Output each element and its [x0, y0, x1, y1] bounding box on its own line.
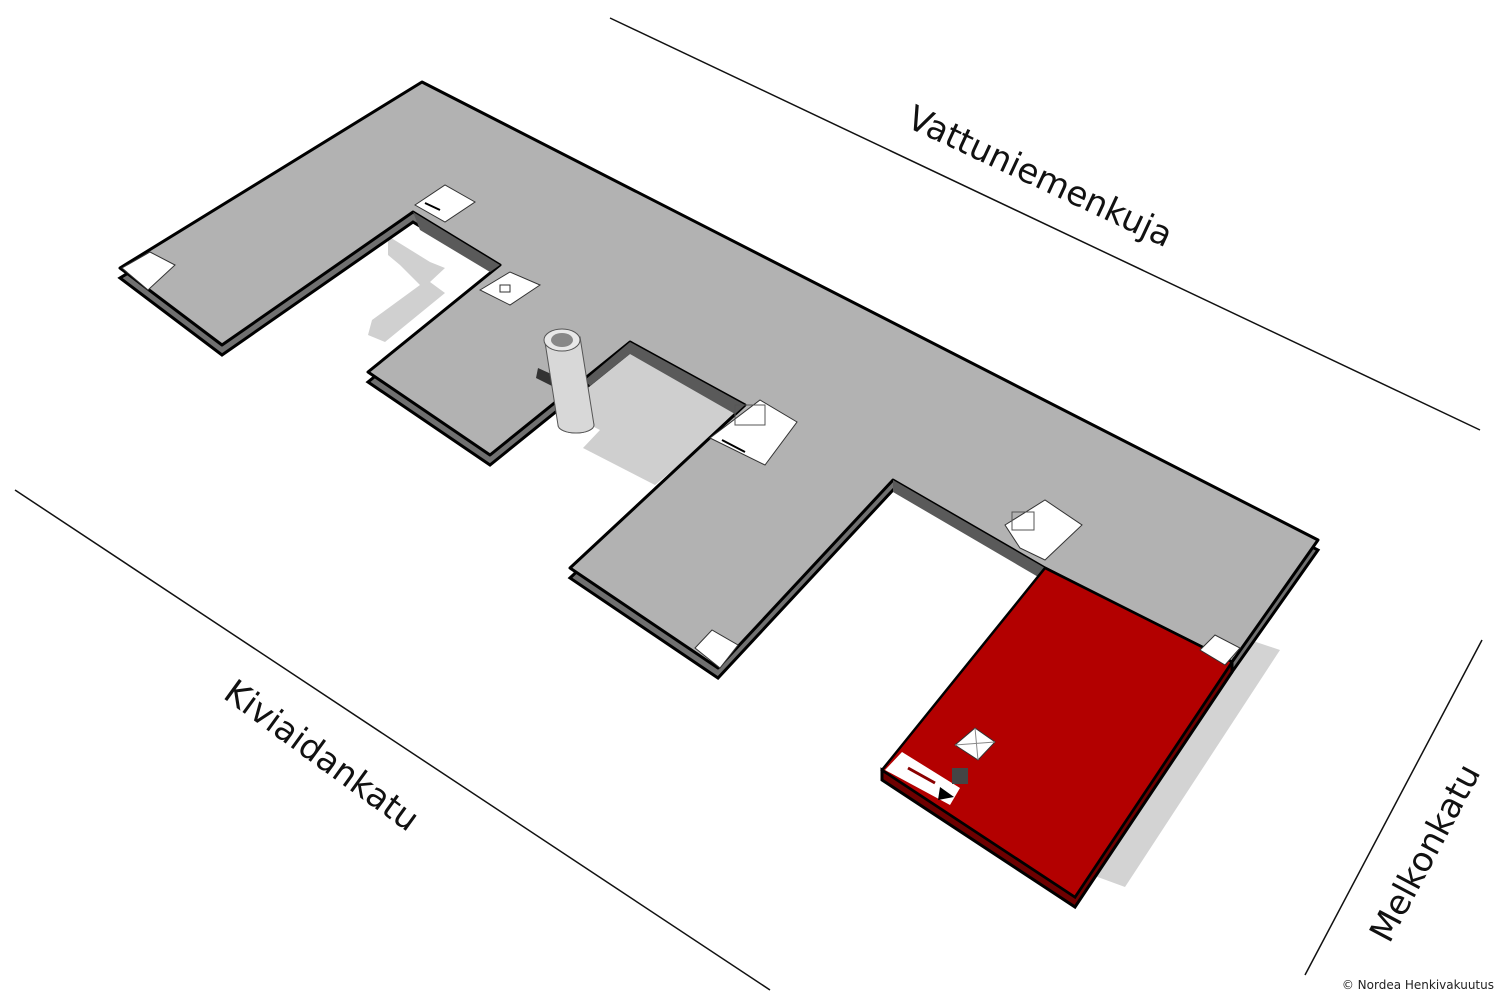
stairs-icon-c: [478, 271, 542, 306]
east-notch-wall: [893, 480, 1045, 578]
street-line-kiviaidankatu: [14, 489, 771, 991]
stairs-icon-w: [121, 251, 176, 291]
shadow-east: [1095, 636, 1280, 887]
courtyard-wall: [585, 342, 745, 414]
stairs-icon-e: [1199, 634, 1241, 666]
building-floor: [118, 80, 1320, 670]
stairs-icon-s: [694, 629, 739, 669]
entrance-icon: [885, 752, 968, 805]
courtyard-patch-center: [560, 345, 745, 485]
street-line-vattuniemenkuja: [609, 17, 1481, 431]
west-notch-wall: [413, 212, 500, 272]
copyright: © Nordea Henkivakuutus: [1341, 978, 1494, 992]
courtyard-patch-west: [368, 236, 445, 342]
chimney: [536, 328, 595, 434]
stairs-icon-nw: [414, 184, 476, 223]
highlighted-space: [880, 566, 1234, 899]
elevator-icon: [954, 727, 996, 761]
elevator-icon-center: [709, 399, 798, 466]
elevator-icon-east: [1004, 499, 1083, 561]
street-line-melkonkatu: [1304, 639, 1483, 976]
